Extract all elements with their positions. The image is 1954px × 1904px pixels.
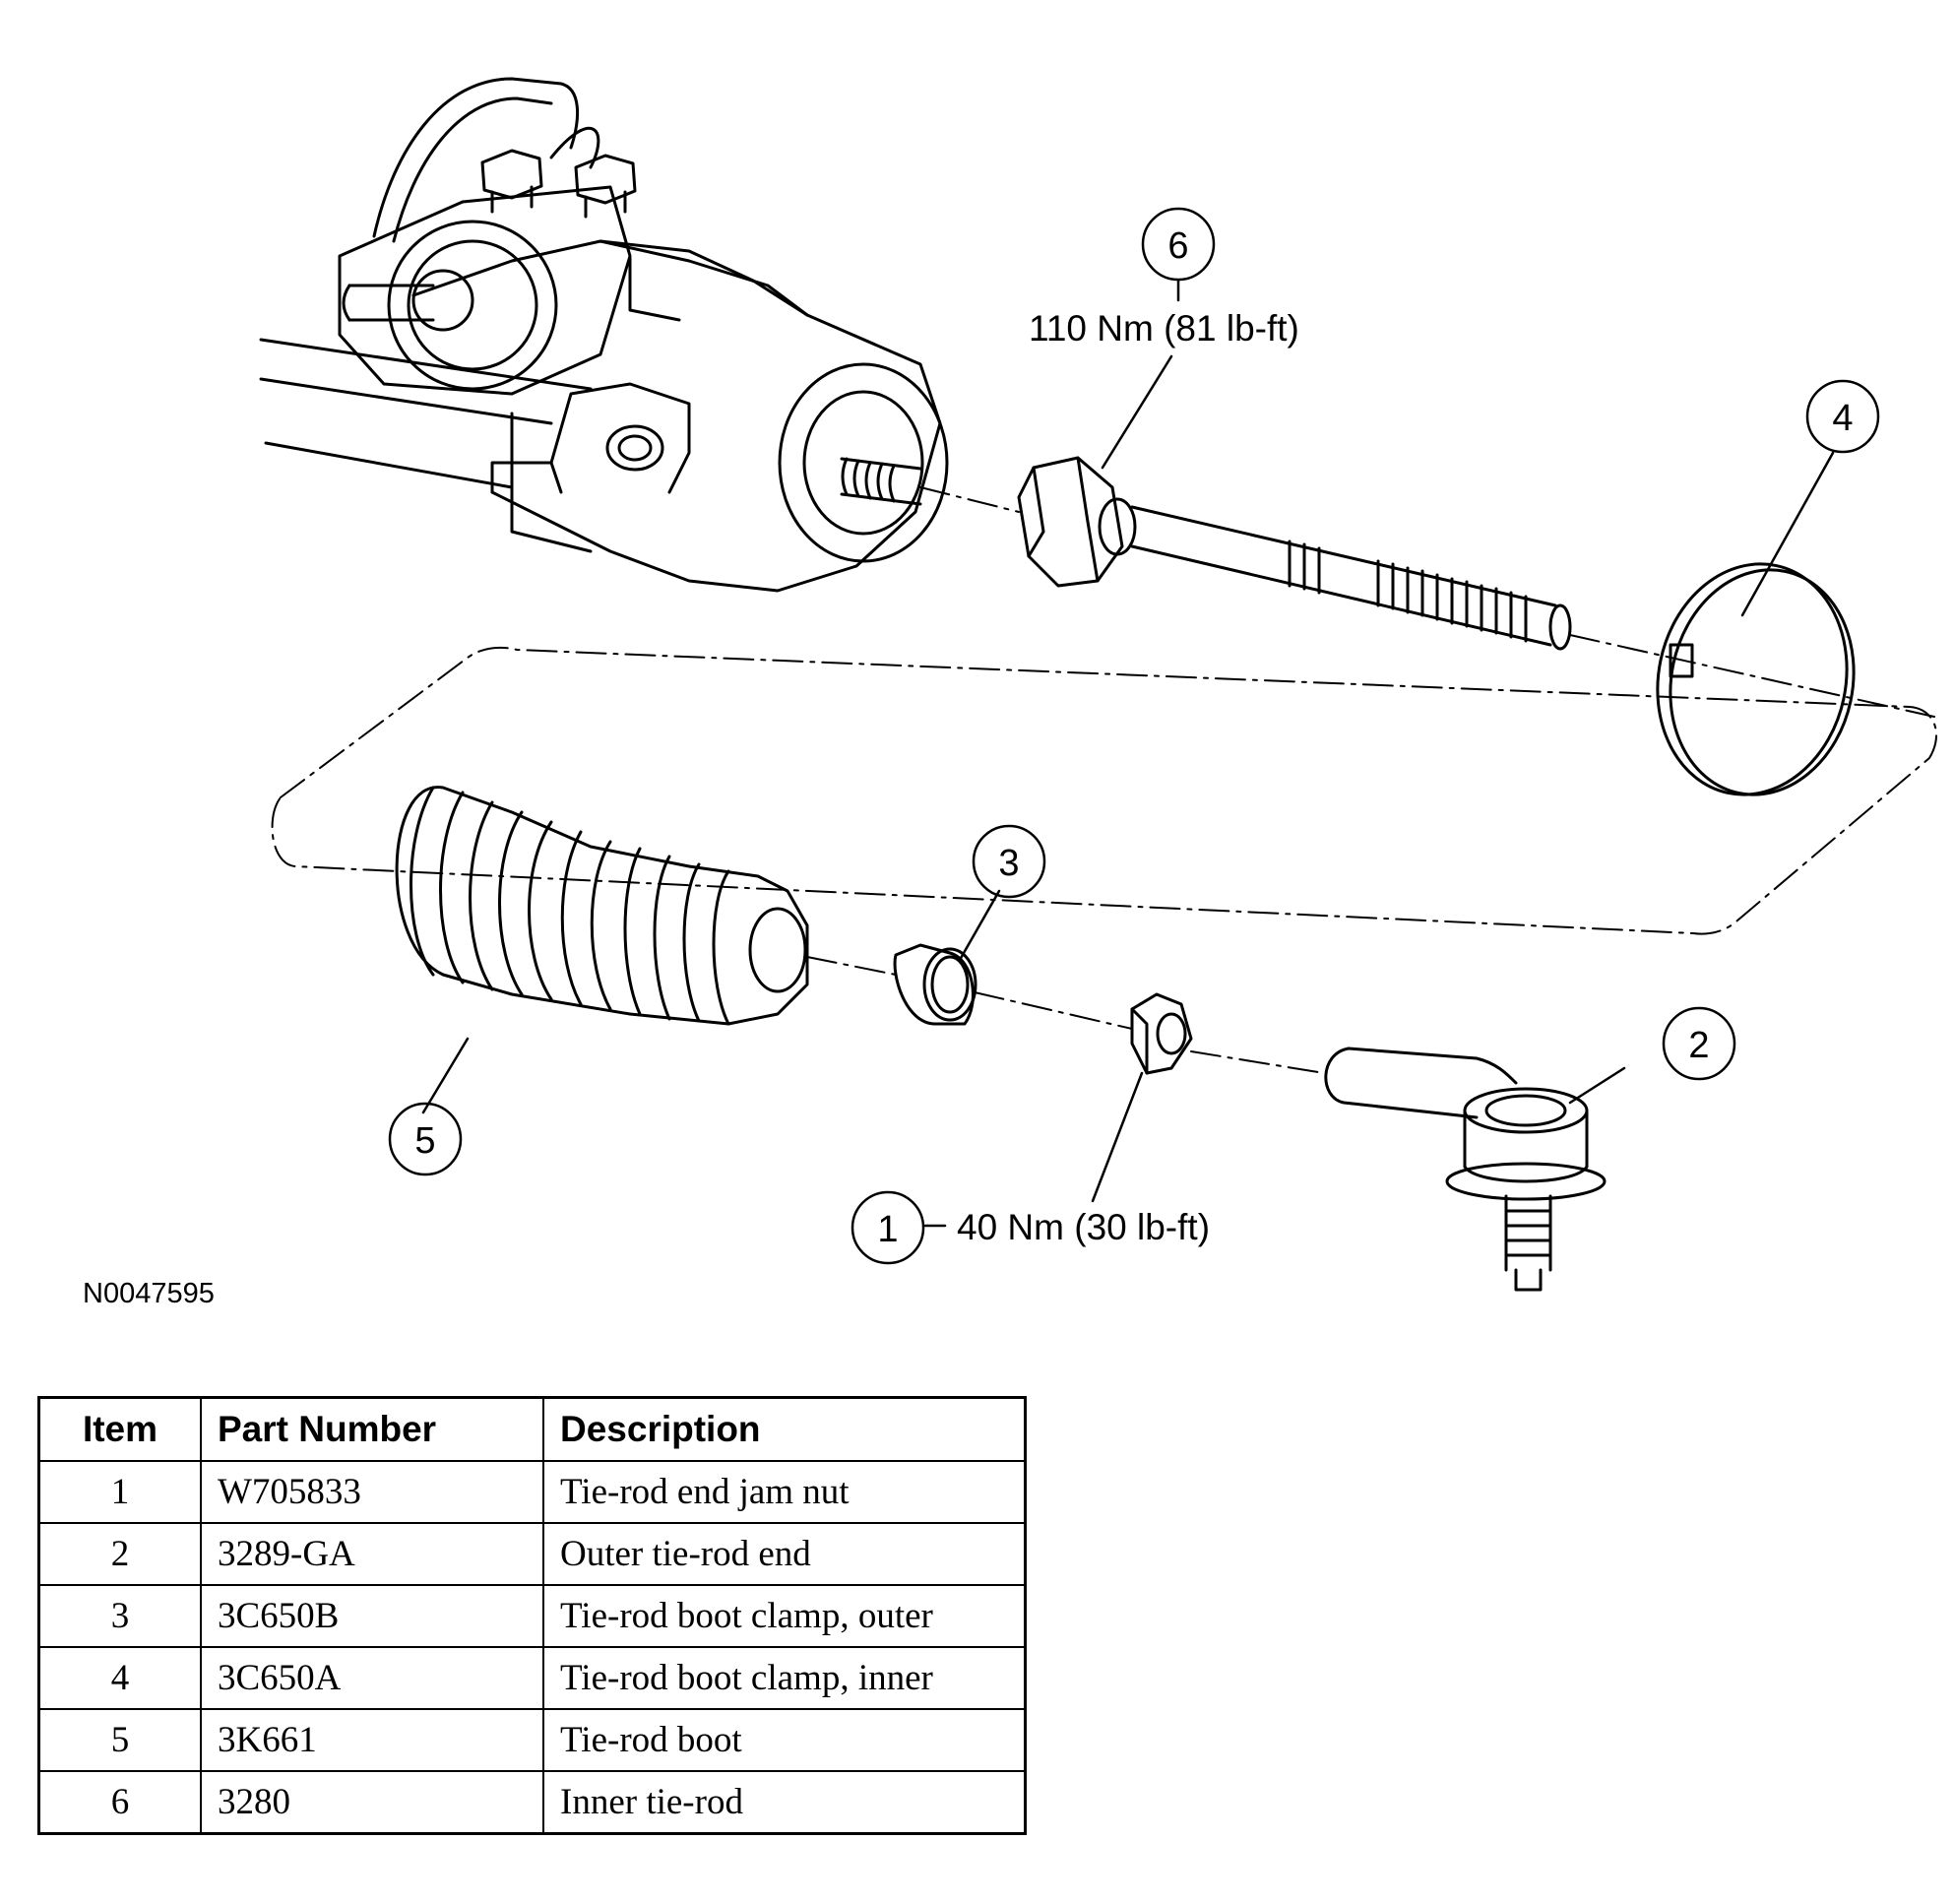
table-header-row: Item Part Number Description — [37, 1396, 1027, 1462]
table-row: 4 3C650A Tie-rod boot clamp, inner — [37, 1646, 1027, 1710]
callout-3: 3 — [972, 824, 1046, 899]
cell-part-number: 3C650B — [200, 1584, 544, 1648]
cell-part-number: 3K661 — [200, 1708, 544, 1772]
callout-6: 6 — [1141, 207, 1216, 282]
callout-number: 3 — [998, 843, 1019, 884]
leader-lines — [421, 279, 1835, 1228]
cell-part-number: W705833 — [200, 1460, 544, 1524]
header-part-number: Part Number — [200, 1396, 544, 1462]
cell-item: 5 — [37, 1708, 202, 1772]
cell-item: 4 — [37, 1646, 202, 1710]
torque-spec-1: 40 Nm (30 lb-ft) — [957, 1207, 1210, 1247]
tie-rod-boot — [395, 786, 809, 1026]
parts-table: Item Part Number Description 1 W705833 T… — [37, 1396, 1027, 1835]
cell-part-number: 3280 — [200, 1770, 544, 1835]
inner-tie-rod — [1017, 456, 1572, 651]
callout-4: 4 — [1805, 379, 1880, 454]
cell-description: Tie-rod boot — [542, 1708, 1027, 1772]
outer-boot-clamp — [893, 943, 977, 1026]
cell-description: Inner tie-rod — [542, 1770, 1027, 1835]
outer-tie-rod-end — [1324, 1047, 1607, 1292]
header-description: Description — [542, 1396, 1027, 1462]
callout-number: 1 — [877, 1209, 898, 1250]
callout-1: 1 — [851, 1190, 925, 1265]
table-row: 6 3280 Inner tie-rod — [37, 1770, 1027, 1835]
cell-part-number: 3289-GA — [200, 1522, 544, 1586]
table-row: 1 W705833 Tie-rod end jam nut — [37, 1460, 1027, 1524]
callout-number: 4 — [1832, 398, 1853, 439]
table-row: 2 3289-GA Outer tie-rod end — [37, 1522, 1027, 1586]
cell-description: Tie-rod boot clamp, outer — [542, 1584, 1027, 1648]
callout-number: 2 — [1688, 1025, 1709, 1066]
jam-nut — [1130, 992, 1193, 1075]
figure-id: N0047595 — [83, 1278, 215, 1309]
callout-number: 6 — [1167, 225, 1188, 267]
cell-description: Outer tie-rod end — [542, 1522, 1027, 1586]
cell-description: Tie-rod boot clamp, inner — [542, 1646, 1027, 1710]
cell-item: 2 — [37, 1522, 202, 1586]
cell-description: Tie-rod end jam nut — [542, 1460, 1027, 1524]
callout-5: 5 — [388, 1102, 463, 1176]
inner-boot-clamp — [1656, 562, 1856, 796]
table-row: 3 3C650B Tie-rod boot clamp, outer — [37, 1584, 1027, 1648]
exploded-view-diagram: 6 110 Nm (81 lb-ft) 4 3 2 5 1 40 Nm (30 … — [259, 77, 1938, 1292]
cell-item: 1 — [37, 1460, 202, 1524]
cell-part-number: 3C650A — [200, 1646, 544, 1710]
callout-2: 2 — [1662, 1006, 1736, 1081]
cell-item: 3 — [37, 1584, 202, 1648]
callout-number: 5 — [414, 1120, 435, 1162]
assembly-center-lines — [271, 486, 1938, 1074]
cell-item: 6 — [37, 1770, 202, 1835]
torque-spec-6: 110 Nm (81 lb-ft) — [1029, 308, 1299, 349]
table-row: 5 3K661 Tie-rod boot — [37, 1708, 1027, 1772]
steering-gear-housing — [259, 77, 949, 593]
header-item: Item — [37, 1396, 202, 1462]
